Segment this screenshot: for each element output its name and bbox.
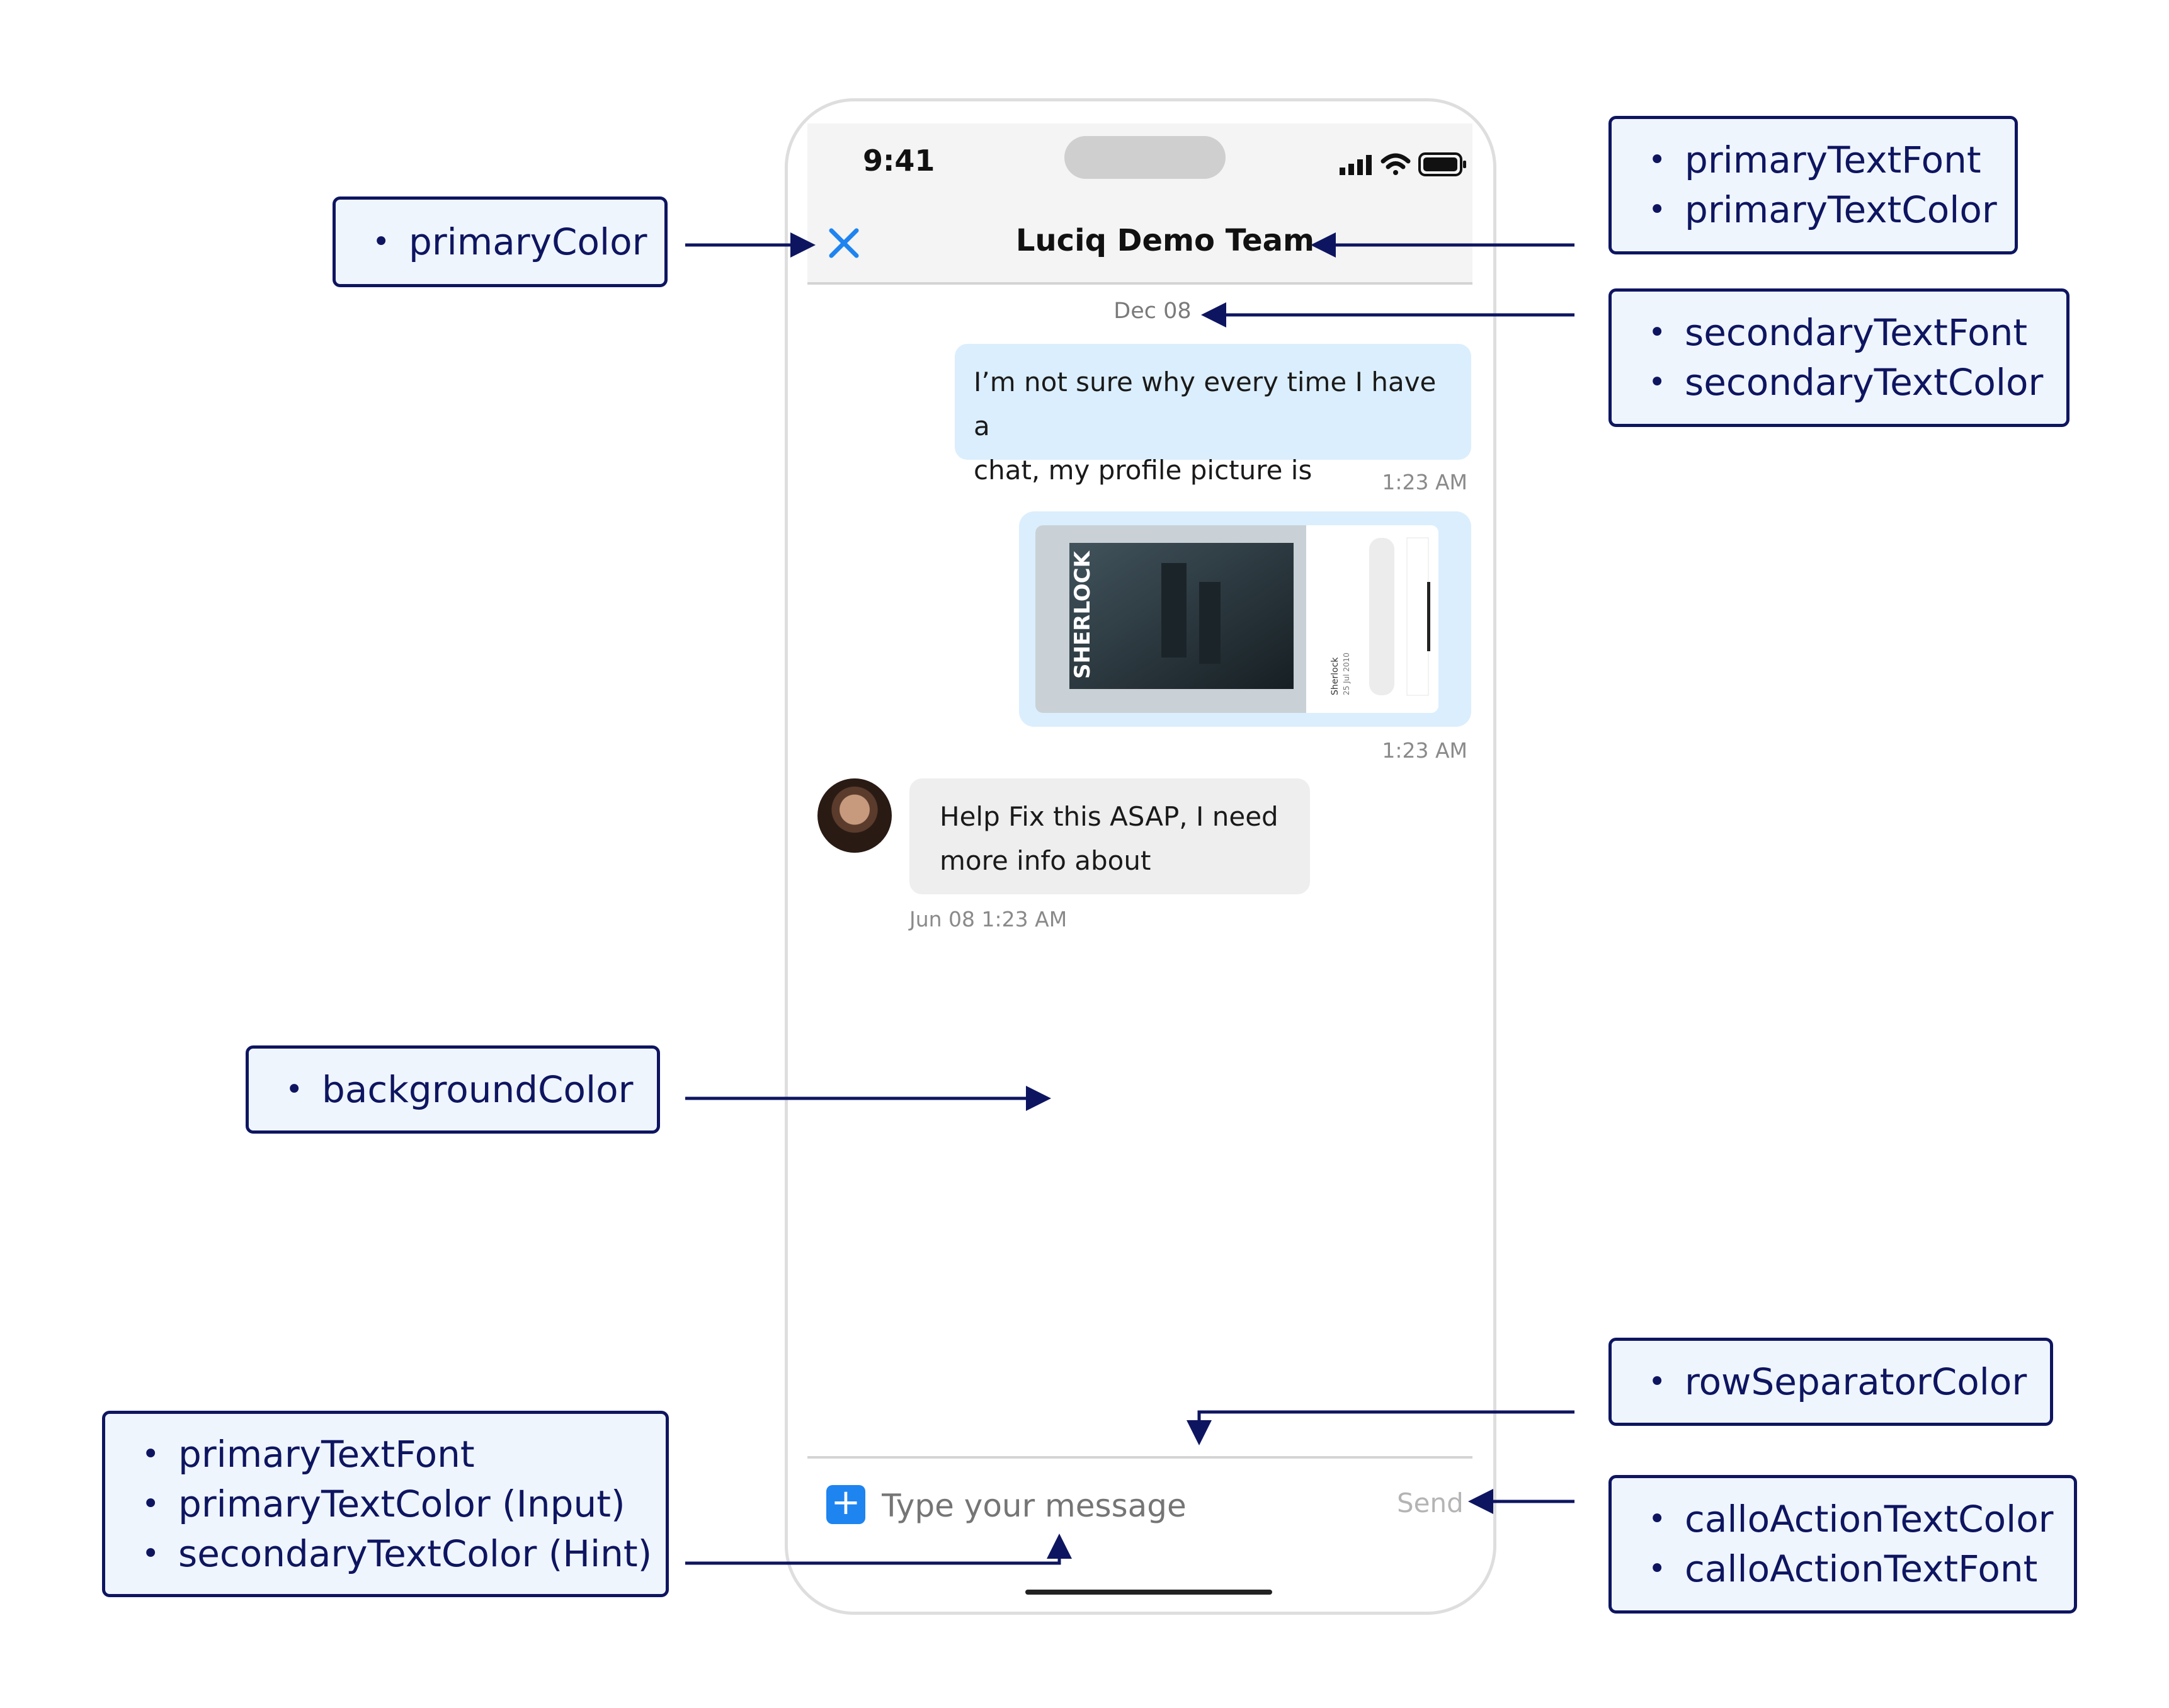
incoming-message-bubble[interactable]: Help Fix this ASAP, I need more info abo… xyxy=(909,778,1310,894)
close-button[interactable] xyxy=(825,224,863,262)
status-time: 9:41 xyxy=(863,144,935,178)
callout-call-to-action: calloActionTextColor calloActionTextFont xyxy=(1608,1475,2077,1614)
add-attachment-button[interactable]: + xyxy=(826,1485,865,1524)
home-indicator xyxy=(1025,1590,1272,1595)
message-line: chat, my profile picture is xyxy=(974,455,1312,486)
message-timestamp: 1:23 AM xyxy=(1382,470,1467,494)
outgoing-message-bubble[interactable]: I’m not sure why every time I have a cha… xyxy=(955,344,1471,486)
row-separator xyxy=(807,1456,1472,1459)
callout-item: primaryTextFont xyxy=(1648,135,2015,185)
screenshot-caption-sub: 25 Jul 2010 xyxy=(1342,652,1351,695)
message-timestamp: 1:23 AM xyxy=(1382,738,1467,763)
callout-item: secondaryTextFont xyxy=(1648,308,2066,358)
message-line: more info about xyxy=(940,845,1151,876)
callout-item: rowSeparatorColor xyxy=(1648,1357,2050,1407)
chat-title: Luciq Demo Team xyxy=(1015,223,1315,258)
callout-item: backgroundColor xyxy=(285,1065,657,1115)
close-icon xyxy=(829,228,859,258)
callout-item: secondaryTextColor xyxy=(1648,358,2066,407)
callout-secondary-text: secondaryTextFont secondaryTextColor xyxy=(1608,288,2069,427)
screenshot-thumbnail: SHERLOCK Sherlock 25 Jul 2010 xyxy=(1035,525,1438,713)
header-separator xyxy=(807,282,1472,285)
avatar[interactable] xyxy=(817,778,892,853)
callout-item: calloActionTextFont xyxy=(1648,1544,2074,1594)
dynamic-island xyxy=(1064,136,1226,179)
attached-screenshot[interactable]: SHERLOCK Sherlock 25 Jul 2010 xyxy=(1035,525,1438,713)
callout-primary-color: primaryColor xyxy=(333,196,668,287)
date-divider: Dec 08 xyxy=(1113,299,1192,324)
callout-item: primaryTextColor (Input) xyxy=(142,1479,666,1529)
callout-primary-text: primaryTextFont primaryTextColor xyxy=(1608,116,2018,254)
message-line: I’m not sure why every time I have a xyxy=(974,367,1437,441)
callout-background: backgroundColor xyxy=(246,1045,660,1134)
screenshot-caption-title: Sherlock xyxy=(1330,657,1340,695)
callout-item: primaryTextFont xyxy=(142,1430,666,1479)
callout-item: calloActionTextColor xyxy=(1648,1495,2074,1544)
callout-item: primaryTextColor xyxy=(1648,185,2015,235)
callout-input-text: primaryTextFont primaryTextColor (Input)… xyxy=(102,1411,669,1597)
send-button[interactable]: Send xyxy=(1397,1488,1464,1518)
callout-item: secondaryTextColor (Hint) xyxy=(142,1529,666,1579)
callout-item: primaryColor xyxy=(372,217,664,267)
callout-row-separator: rowSeparatorColor xyxy=(1608,1338,2053,1426)
message-input[interactable] xyxy=(882,1484,1234,1528)
poster-title: SHERLOCK xyxy=(1070,550,1095,679)
message-timestamp: Jun 08 1:23 AM xyxy=(909,907,1067,931)
message-line: Help Fix this ASAP, I need xyxy=(940,801,1278,832)
